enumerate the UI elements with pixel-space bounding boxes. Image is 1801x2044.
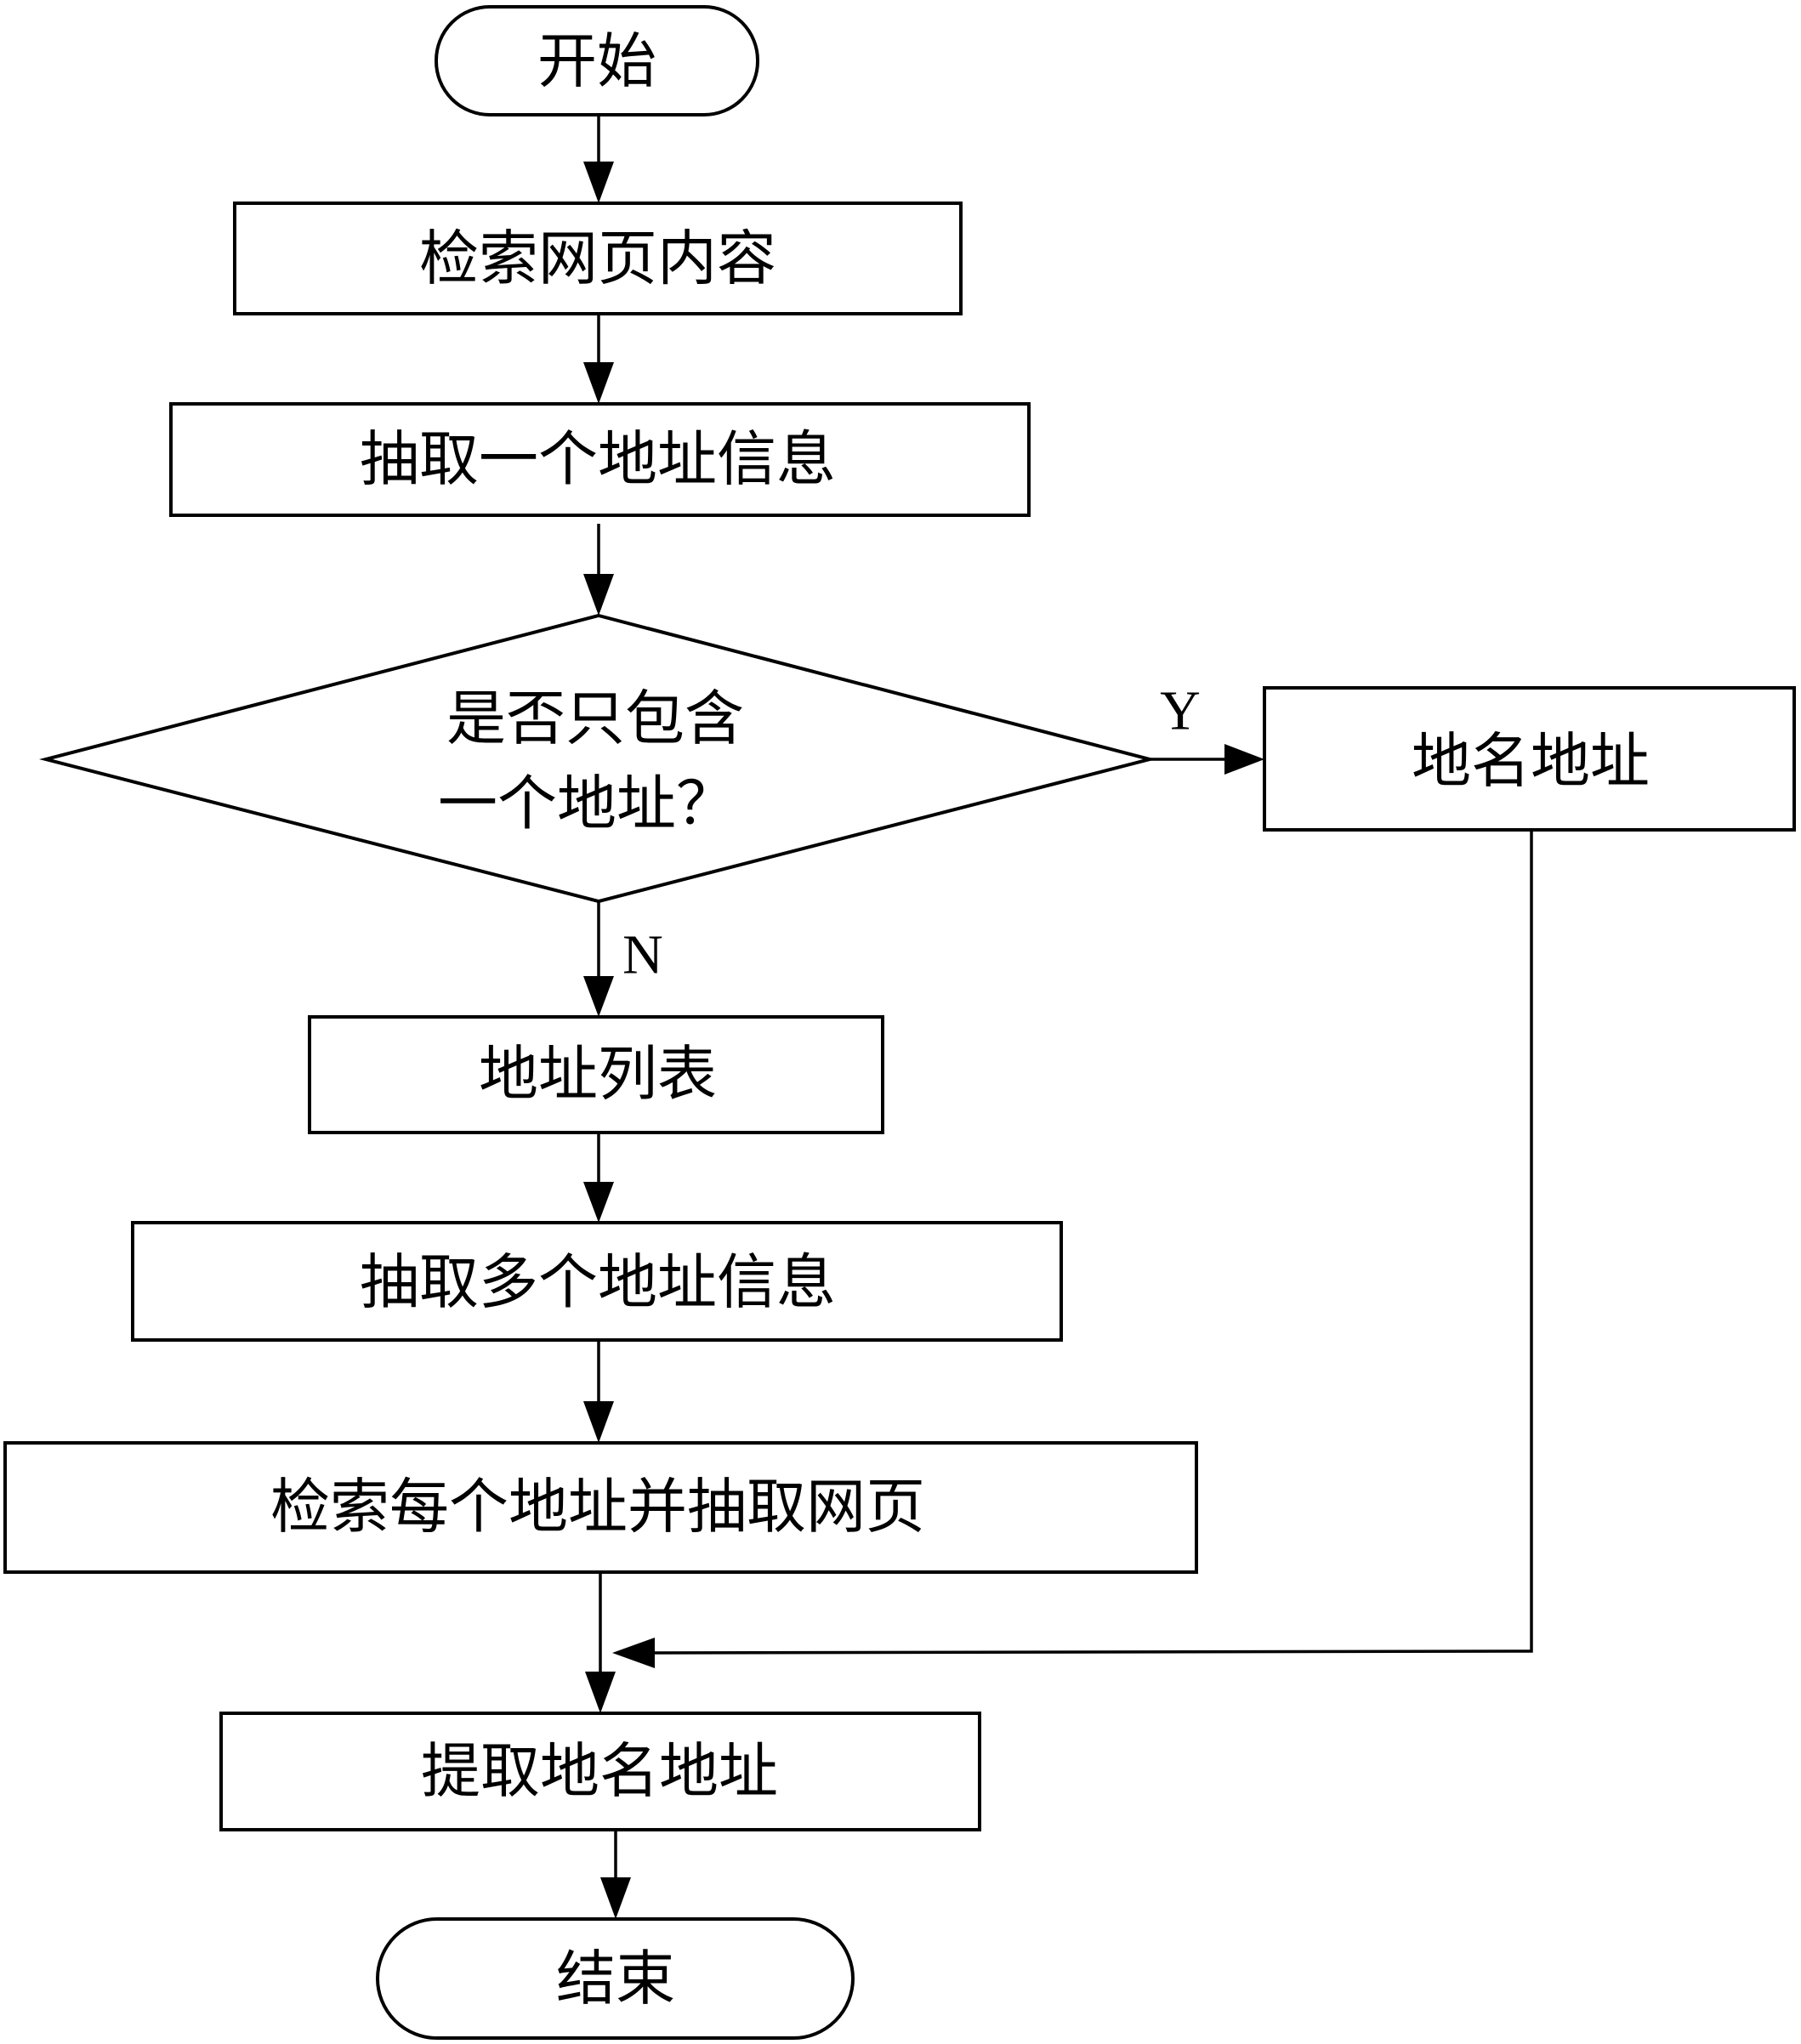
arrowhead-icon xyxy=(600,1877,631,1919)
edge-place-address-merge xyxy=(645,830,1533,1655)
arrowhead-icon xyxy=(583,362,614,404)
arrowhead-icon xyxy=(583,574,614,616)
process-label: 抽取一个地址信息 xyxy=(360,424,836,494)
arrowhead-icon xyxy=(583,162,614,203)
start-label: 开始 xyxy=(537,26,656,96)
process-label: 地名地址 xyxy=(1412,726,1650,796)
end-terminal: 结束 xyxy=(376,1917,855,2040)
start-terminal: 开始 xyxy=(435,5,759,116)
process-place-address: 地名地址 xyxy=(1263,686,1796,832)
process-retrieve-each: 检索每个地址并抽取网页 xyxy=(3,1441,1198,1574)
arrowhead-icon xyxy=(585,1672,616,1713)
arrowhead-icon xyxy=(583,1401,614,1443)
arrowhead-icon xyxy=(583,976,614,1017)
process-label: 抽取多个地址信息 xyxy=(360,1247,836,1317)
arrowhead-icon xyxy=(1224,744,1264,775)
end-label: 结束 xyxy=(556,1944,675,2013)
no-label: N xyxy=(622,924,663,986)
process-label: 地址列表 xyxy=(479,1039,717,1109)
process-label: 提取地名地址 xyxy=(421,1736,778,1806)
yes-label: Y xyxy=(1160,680,1201,742)
process-extract-place-address: 提取地名地址 xyxy=(219,1712,981,1831)
process-address-list: 地址列表 xyxy=(308,1015,884,1134)
decision-label-line1: 是否只包含 xyxy=(446,684,744,753)
decision-label-line2: 一个地址？ xyxy=(438,769,736,838)
process-extract-one-address: 抽取一个地址信息 xyxy=(169,402,1031,517)
process-label: 检索每个地址并抽取网页 xyxy=(270,1472,925,1542)
process-label: 检索网页内容 xyxy=(419,224,776,293)
process-retrieve-webpage: 检索网页内容 xyxy=(233,202,963,315)
decision-single-address: 是否只包含 一个地址？ xyxy=(39,613,1156,904)
arrowhead-icon xyxy=(583,1182,614,1223)
process-extract-multi-address: 抽取多个地址信息 xyxy=(131,1221,1063,1342)
arrowhead-icon xyxy=(612,1638,655,1668)
